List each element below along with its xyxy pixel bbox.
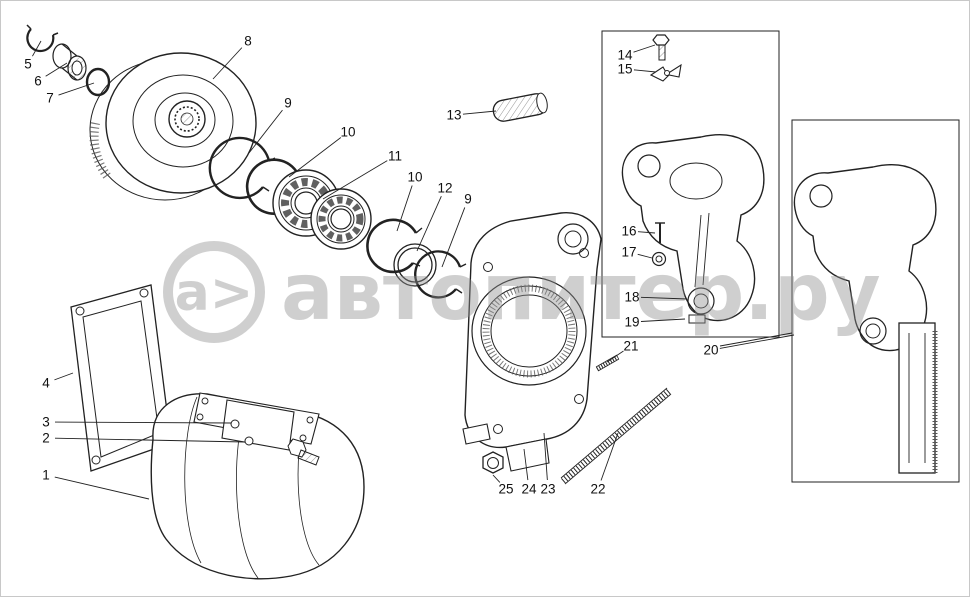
group-box bbox=[601, 30, 780, 338]
o-ring-part7 bbox=[85, 67, 111, 97]
part-callout: 13 bbox=[446, 108, 461, 123]
callout-leader-line bbox=[54, 476, 150, 500]
part-callout: 18 bbox=[624, 290, 639, 305]
callout-leader-line bbox=[719, 334, 795, 349]
callout-leader-line bbox=[58, 82, 95, 96]
part-callout: 10 bbox=[340, 125, 355, 140]
threaded-rod-part22 bbox=[560, 387, 672, 485]
part-callout: 4 bbox=[42, 376, 50, 391]
callout-leader-line bbox=[640, 318, 686, 322]
caliper-bracket-left bbox=[621, 134, 765, 324]
part-callout: 19 bbox=[624, 315, 639, 330]
callout-leader-line bbox=[492, 474, 501, 483]
callout-leader-line bbox=[600, 432, 619, 481]
part-callout: 15 bbox=[617, 62, 632, 77]
callout-leader-line bbox=[416, 196, 442, 252]
part-callout: 24 bbox=[521, 482, 537, 497]
callout-leader-line bbox=[523, 448, 529, 481]
part-callout: 20 bbox=[703, 343, 718, 358]
bearing-part11b bbox=[310, 188, 372, 250]
callout-leader-line bbox=[462, 110, 497, 115]
group-boxes bbox=[601, 30, 960, 483]
ring-part12 bbox=[393, 243, 437, 287]
washer-part17 bbox=[651, 251, 667, 267]
part-callout: 9 bbox=[284, 96, 292, 111]
part-callout: 22 bbox=[590, 482, 605, 497]
part-callout: 10 bbox=[407, 170, 422, 185]
snap-ring-part5 bbox=[26, 24, 59, 53]
callout-leader-line bbox=[212, 47, 243, 80]
part-callout: 25 bbox=[498, 482, 513, 497]
callout-leader-line bbox=[45, 62, 68, 77]
wing-clip-part15 bbox=[649, 63, 682, 82]
callout-leader-line bbox=[54, 372, 74, 381]
callout-leader-line bbox=[640, 296, 688, 300]
callout-leader-line bbox=[543, 432, 548, 481]
part-callout: 7 bbox=[46, 91, 54, 106]
nut-part25 bbox=[482, 451, 504, 474]
valve-screw-part3 bbox=[230, 419, 240, 429]
callout-leader-line bbox=[54, 421, 232, 424]
stud-part21 bbox=[595, 354, 620, 372]
roller-part18 bbox=[687, 287, 715, 315]
callout-leader-line bbox=[637, 231, 656, 234]
callout-leader-line bbox=[633, 69, 657, 73]
callout-leader-line bbox=[637, 253, 653, 259]
part-callout: 6 bbox=[34, 74, 42, 89]
part-callout: 16 bbox=[621, 224, 636, 239]
callout-leader-line bbox=[54, 437, 246, 443]
pulley-part8 bbox=[89, 52, 257, 201]
watermark: a> автопитер.ру bbox=[163, 241, 881, 343]
part-callout: 9 bbox=[464, 192, 472, 207]
watermark-logo: a> bbox=[175, 263, 254, 323]
valve-screw-part2 bbox=[244, 436, 254, 446]
callout-leader-line bbox=[396, 185, 413, 232]
pin-part13 bbox=[492, 92, 548, 122]
callout-leader-line bbox=[441, 207, 466, 268]
callout-leader-line bbox=[606, 350, 624, 363]
callout-leader-line bbox=[633, 44, 656, 53]
part-callout: 12 bbox=[437, 181, 452, 196]
callout-leader-line bbox=[322, 160, 388, 200]
center-bracket bbox=[462, 212, 602, 472]
group-box bbox=[791, 119, 960, 483]
part-callout: 2 bbox=[42, 431, 50, 446]
cylinder-housing-part1 bbox=[150, 392, 365, 580]
part-callout: 5 bbox=[24, 57, 32, 72]
part-callout: 14 bbox=[617, 48, 633, 63]
callout-leader-line bbox=[248, 109, 283, 154]
part-callout: 17 bbox=[621, 245, 636, 260]
part-callout: 3 bbox=[42, 415, 50, 430]
caliper-bracket-right bbox=[793, 164, 938, 474]
callout-lines bbox=[32, 40, 795, 500]
snap-ring-part9b bbox=[414, 250, 467, 299]
part-callout: 23 bbox=[540, 482, 555, 497]
bolt-part14 bbox=[652, 34, 670, 61]
callout-labels: 5678910111012913141516171819202122232425… bbox=[24, 34, 718, 497]
cotter-pin-part16 bbox=[655, 222, 665, 243]
reference-line bbox=[719, 332, 793, 347]
bushing-part6 bbox=[52, 43, 87, 81]
pin-part19 bbox=[688, 314, 706, 324]
callout-leader-line bbox=[32, 40, 42, 57]
part-callout: 11 bbox=[388, 149, 402, 164]
watermark-logo-circle bbox=[163, 241, 265, 343]
part-callout: 21 bbox=[623, 339, 638, 354]
part-callout: 8 bbox=[244, 34, 252, 49]
watermark-site: автопитер.ру bbox=[281, 248, 881, 338]
callout-leader-line bbox=[288, 137, 342, 178]
part-callout: 1 bbox=[42, 468, 50, 483]
